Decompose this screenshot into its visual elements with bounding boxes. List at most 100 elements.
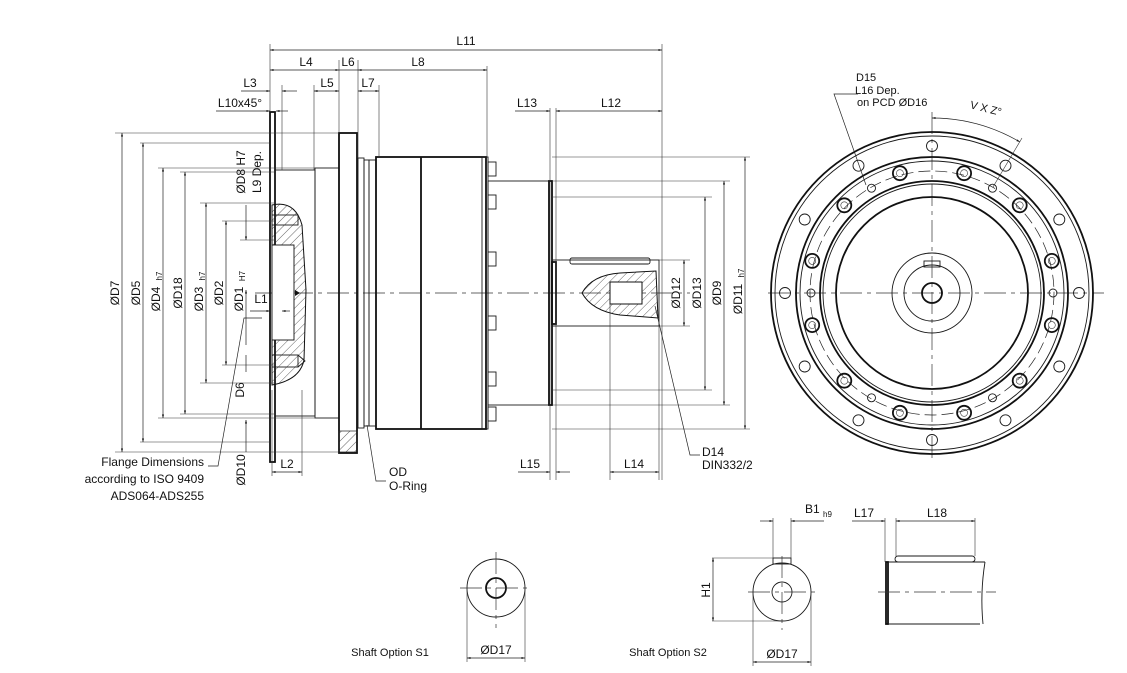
outer-hole: [1073, 287, 1085, 299]
output-shaft: [551, 257, 660, 327]
outer-hole: [852, 159, 865, 172]
screw-head: [892, 165, 908, 182]
screw-head-inner: [840, 201, 849, 210]
dim-D8: ØD8 H7: [234, 150, 248, 194]
s1-diameter-label: ØD17: [480, 643, 512, 657]
screw-head-inner: [896, 169, 904, 177]
horizontal-dimensions: [216, 48, 662, 474]
screw-head-inner: [960, 169, 968, 177]
small-hole: [988, 393, 997, 403]
vertical-labels: ØD7 ØD5 ØD4 h7 ØD18 ØD3 h7 ØD2 ØD1 H7 ØD…: [108, 150, 746, 486]
dim-D10: ØD10: [234, 454, 248, 486]
outer-hole: [999, 159, 1012, 172]
housing-bolts: [487, 161, 497, 422]
dim-L6: L6: [341, 55, 355, 69]
s2-key-length-label: L18: [927, 506, 947, 520]
dim-L13: L13: [517, 96, 537, 110]
screw-head: [956, 165, 972, 182]
dim-D7: ØD7: [108, 280, 122, 305]
screw-head: [1043, 252, 1060, 269]
dim-D3: ØD3: [192, 286, 206, 311]
screw-head-inner: [1015, 376, 1024, 385]
flange-callout-line3: ADS064-ADS255: [111, 489, 205, 503]
screw-head-inner: [1048, 257, 1056, 265]
front-callout-line2: L16 Dep.: [855, 85, 900, 97]
small-hole: [867, 183, 876, 193]
screw-head-inner: [960, 408, 968, 417]
gearbox-housing: [357, 156, 553, 430]
dim-L3: L3: [243, 76, 257, 90]
outer-hole: [926, 434, 938, 446]
screw-head: [804, 252, 821, 269]
small-hole: [806, 288, 816, 298]
side-view: L11 L4 L6 L8 L3 L5 L7 L10x45° L13 L12 L1…: [85, 34, 753, 503]
front-callout-line1: D15: [856, 72, 876, 84]
dim-D4-tolerance: h7: [155, 271, 164, 280]
dim-L2: L2: [280, 457, 294, 471]
front-small-holes: [806, 183, 1058, 403]
s2-diameter-label: ØD17: [766, 647, 798, 661]
dim-D1: ØD1: [232, 286, 246, 311]
s2-key-height-label: H1: [699, 582, 713, 598]
screw-head: [1011, 197, 1028, 214]
outer-hole: [798, 213, 811, 226]
screw-head: [956, 404, 972, 421]
flange-callout-line1: Flange Dimensions: [101, 455, 204, 469]
small-hole: [867, 393, 876, 403]
outer-hole: [1053, 213, 1066, 226]
dim-D18: ØD18: [171, 277, 185, 309]
screw-head: [1043, 317, 1060, 334]
small-hole: [988, 183, 997, 193]
leader-lines: [208, 305, 700, 482]
small-hole: [1048, 288, 1058, 298]
dim-L10: L10x45°: [218, 96, 262, 110]
output-flange: [269, 111, 358, 463]
flange-callout-line2: according to ISO 9409: [85, 472, 205, 486]
screw-head: [1011, 372, 1028, 389]
front-outer-holes: [779, 140, 1085, 446]
outer-hole: [1053, 360, 1066, 373]
dim-L14: L14: [624, 457, 644, 471]
screw-head: [836, 372, 853, 389]
outer-hole: [798, 360, 811, 373]
screw-head-inner: [808, 321, 817, 329]
s2-key-width-tolerance: h9: [823, 510, 832, 519]
front-callout-line3: on PCD ØD16: [857, 97, 927, 109]
dim-D1-tolerance: H7: [238, 270, 247, 281]
dim-D13: ØD13: [690, 277, 704, 309]
screw-head-inner: [1015, 201, 1024, 210]
dim-L11: L11: [456, 34, 475, 48]
dim-D3-tolerance: h7: [198, 271, 207, 280]
vertical-dimensions: [120, 133, 747, 452]
front-screw-heads: [804, 165, 1060, 421]
screw-head: [892, 404, 908, 421]
dim-L5: L5: [320, 76, 334, 90]
screw-head: [804, 317, 821, 334]
front-view: D15 L16 Dep. on PCD ØD16 V X Z°: [768, 72, 1104, 462]
screw-head-inner: [840, 376, 849, 385]
dim-D5: ØD5: [129, 280, 143, 305]
shaft-option-s1: ØD17 Shaft Option S1: [351, 552, 532, 662]
s2-key-width-label: B1: [805, 502, 820, 516]
screw-head: [836, 197, 853, 214]
dim-D9: ØD9: [710, 280, 724, 305]
thread-callout-line2: DIN332/2: [702, 458, 753, 472]
dim-D4: ØD4: [149, 286, 163, 311]
dim-D6: D6: [233, 382, 247, 398]
dim-D12: ØD12: [669, 277, 683, 309]
screw-head-inner: [896, 408, 904, 417]
outer-hole: [852, 414, 865, 427]
oring-callout-line1: OD: [389, 465, 407, 479]
dim-D11-tolerance: h7: [737, 268, 746, 277]
dim-L15: L15: [520, 457, 540, 471]
dim-L4: L4: [299, 55, 313, 69]
s2-key-offset-label: L17: [854, 506, 874, 520]
dim-L8: L8: [411, 55, 425, 69]
dim-L12: L12: [601, 96, 621, 110]
dim-D11: ØD11: [731, 283, 745, 314]
s2-label: Shaft Option S2: [629, 647, 707, 659]
shaft-option-s2: H1 B1 h9 ØD17 Shaft Option S2 L17 L18: [629, 502, 996, 666]
dim-D2: ØD2: [212, 280, 226, 305]
outer-hole: [779, 287, 791, 299]
